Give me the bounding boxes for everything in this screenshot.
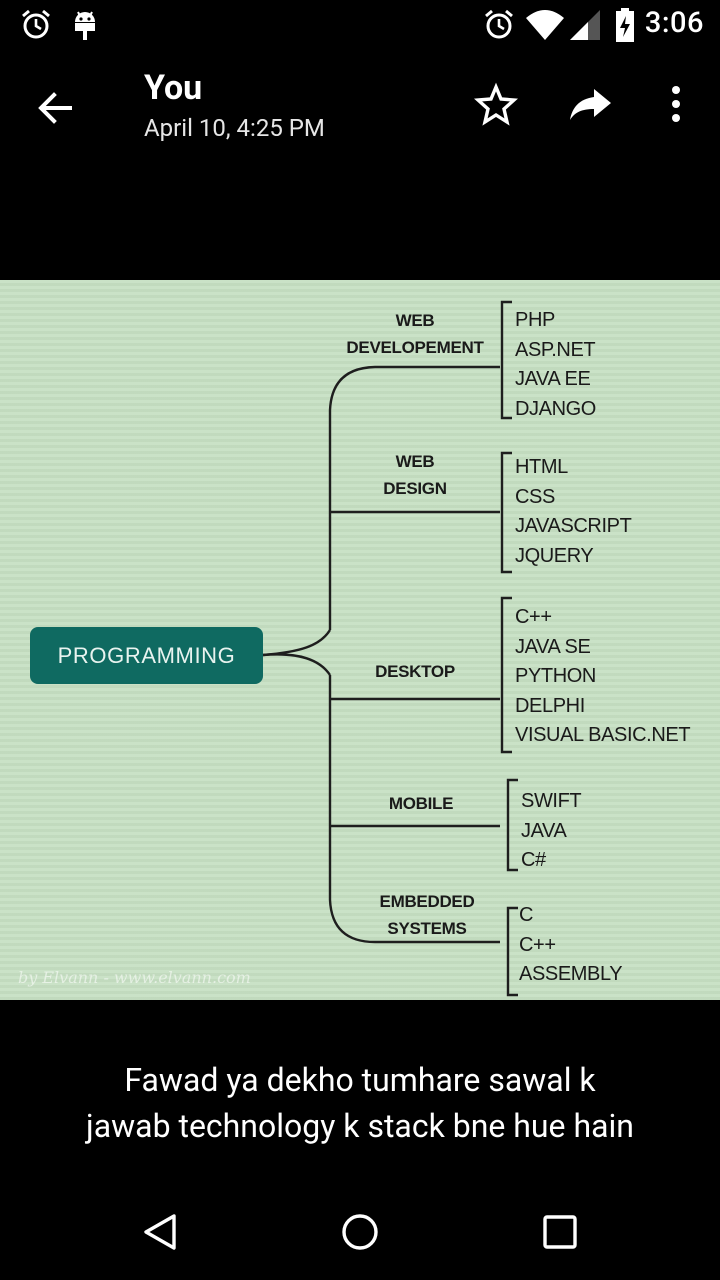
list-item: VISUAL BASIC.NET: [515, 724, 691, 746]
alarm-icon: [22, 9, 50, 39]
list-item: PHP: [515, 309, 555, 331]
list-item: DJANGO: [515, 397, 596, 420]
back-triangle-icon[interactable]: [140, 1212, 180, 1252]
system-nav-bar: [0, 1184, 720, 1280]
category-web-development: WEB DEVELOPEMENT: [346, 311, 484, 357]
list-item: ASP.NET: [515, 338, 596, 361]
list-item: C#: [521, 849, 546, 871]
home-circle-icon[interactable]: [340, 1212, 380, 1252]
list-item: JAVA EE: [515, 368, 591, 390]
alarm-icon: [485, 9, 513, 39]
battery-charging-icon: [616, 8, 634, 42]
category-embedded-systems: EMBEDDED SYSTEMS: [379, 892, 475, 938]
list-item: HTML: [515, 456, 568, 478]
image-watermark: by Elvann - www.elvann.com: [18, 968, 251, 987]
back-arrow-icon[interactable]: [30, 86, 82, 130]
share-icon[interactable]: [568, 82, 614, 126]
items-web-design: HTML CSS JAVASCRIPT JQUERY: [515, 453, 632, 571]
items-web-development: PHP ASP.NET JAVA EE DJANGO: [515, 306, 596, 424]
list-item: PYTHON: [515, 665, 596, 687]
items-desktop: C++ JAVA SE PYTHON DELPHI VISUAL BASIC.N…: [515, 603, 691, 751]
signal-icon: [570, 10, 600, 40]
category-mobile: MOBILE: [388, 794, 454, 813]
list-item: C++: [515, 606, 552, 628]
message-timestamp: April 10, 4:25 PM: [144, 114, 325, 142]
list-item: SWIFT: [521, 790, 582, 812]
recents-square-icon[interactable]: [540, 1212, 580, 1252]
items-mobile: SWIFT JAVA C#: [521, 787, 582, 876]
items-embedded-systems: C C++ ASSEMBLY: [519, 901, 623, 990]
list-item: JAVASCRIPT: [515, 515, 632, 537]
list-item: JAVA: [521, 819, 567, 842]
list-item: DELPHI: [515, 694, 585, 717]
more-vert-icon[interactable]: [660, 82, 692, 126]
list-item: CSS: [515, 485, 555, 508]
list-item: ASSEMBLY: [519, 963, 623, 985]
status-clock: 3:06: [644, 6, 704, 40]
android-debug-icon: [75, 11, 95, 40]
status-bar: 3:06: [0, 0, 720, 50]
central-node: PROGRAMMING: [30, 627, 263, 684]
list-item: C++: [519, 933, 556, 956]
category-web-design: WEB DESIGN: [383, 452, 447, 498]
mindmap-connectors: [262, 300, 518, 997]
list-item: JQUERY: [515, 544, 594, 567]
app-bar: You April 10, 4:25 PM: [0, 50, 720, 162]
shared-image[interactable]: PROGRAMMING WEB DEVELOPEMENT WEB DESIGN …: [0, 280, 720, 1000]
wifi-icon: [526, 10, 564, 40]
category-desktop: DESKTOP: [375, 662, 455, 681]
list-item: C: [519, 904, 534, 926]
star-icon[interactable]: [474, 82, 518, 126]
list-item: JAVA SE: [515, 635, 591, 658]
message-caption: Fawad ya dekho tumhare sawal k jawab tec…: [86, 1061, 634, 1145]
sender-name: You: [144, 68, 203, 108]
